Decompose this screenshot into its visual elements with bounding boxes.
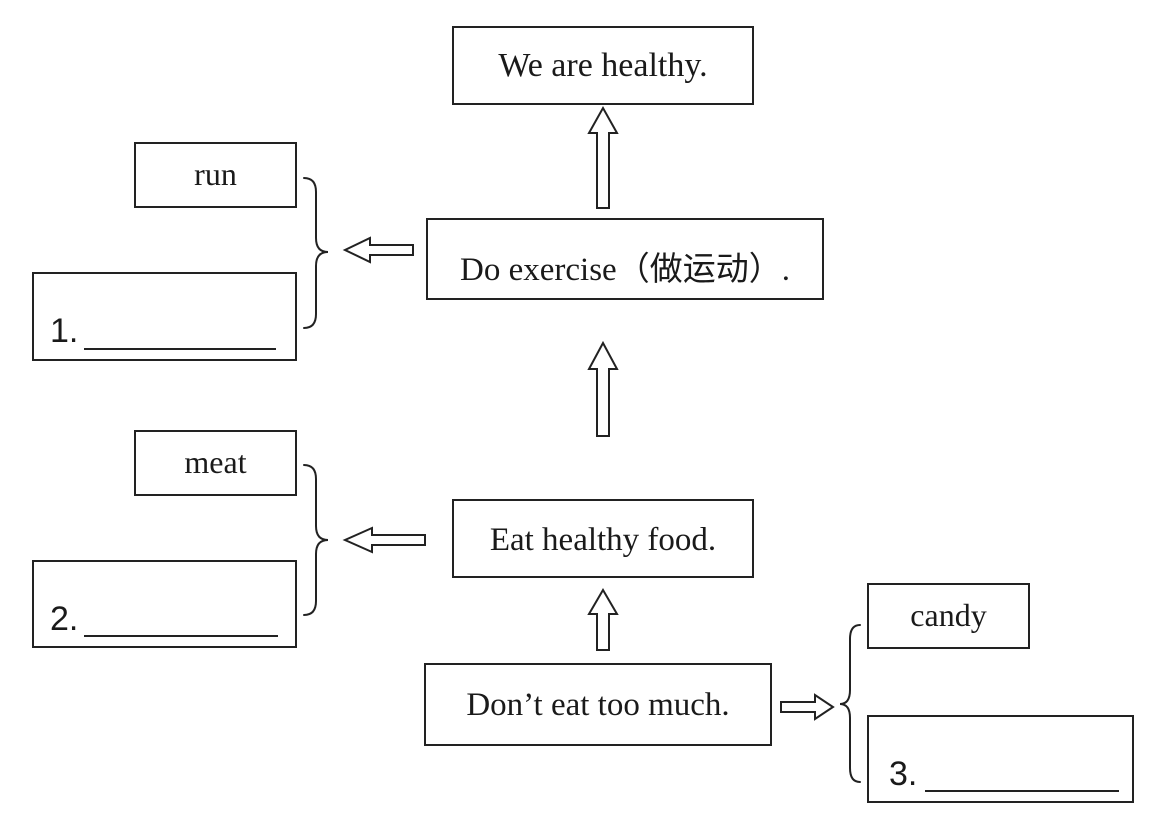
- answer-line-3[interactable]: [925, 790, 1119, 792]
- brace-dont-examples: [839, 624, 861, 783]
- exercise-box: Do exercise（做运动）.: [426, 218, 824, 300]
- food-box-text: Eat healthy food.: [489, 522, 717, 558]
- dont-eat-box-text: Don’t eat too much.: [466, 687, 730, 723]
- blank-box-1[interactable]: 1.: [32, 272, 297, 361]
- example-meat-box: meat: [134, 430, 297, 496]
- blank-box-3[interactable]: 3.: [867, 715, 1134, 803]
- blank-box-2[interactable]: 2.: [32, 560, 297, 648]
- arrow-dont-to-examples: [780, 693, 835, 721]
- arrow-food-to-examples: [342, 526, 426, 554]
- dont-eat-box: Don’t eat too much.: [424, 663, 772, 746]
- brace-exercise-examples: [303, 177, 329, 329]
- example-run-box: run: [134, 142, 297, 208]
- example-candy-box: candy: [867, 583, 1030, 649]
- exercise-box-text: Do exercise（做运动）.: [460, 252, 790, 288]
- example-run-text: run: [194, 156, 237, 192]
- food-box: Eat healthy food.: [452, 499, 754, 578]
- brace-food-examples: [303, 464, 329, 616]
- answer-line-2[interactable]: [84, 635, 278, 637]
- example-meat-text: meat: [184, 444, 247, 480]
- arrow-dont-to-food: [587, 588, 619, 651]
- blank-number-2: 2.: [50, 600, 79, 638]
- healthy-box: We are healthy.: [452, 26, 754, 105]
- answer-line-1[interactable]: [84, 348, 276, 350]
- healthy-box-text: We are healthy.: [498, 47, 708, 84]
- blank-number-1: 1.: [50, 312, 79, 350]
- example-candy-text: candy: [910, 597, 987, 633]
- arrow-exercise-to-healthy: [587, 105, 619, 209]
- arrow-food-to-exercise: [587, 340, 619, 437]
- arrow-exercise-to-examples: [342, 236, 414, 264]
- blank-number-3: 3.: [889, 755, 918, 793]
